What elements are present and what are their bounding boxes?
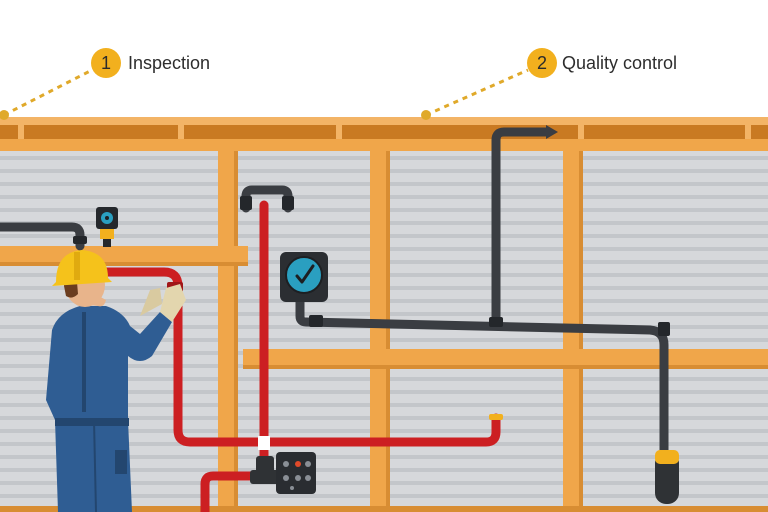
drain-tank <box>655 450 679 504</box>
control-panel <box>276 452 316 494</box>
callout-number-badge: 1 <box>91 48 121 78</box>
worker-figure <box>46 250 186 512</box>
black-pipe-system <box>0 127 669 465</box>
pipe-joint-marker <box>258 436 270 450</box>
callout-number-badge: 2 <box>527 48 557 78</box>
callout-label: Quality control <box>562 53 678 73</box>
callout-label: Inspection <box>128 53 211 73</box>
pipe-fittings <box>73 196 670 336</box>
pressure-gauge-icon <box>280 252 328 302</box>
sensor-device-icon <box>96 207 118 247</box>
ceiling-beam <box>0 117 768 151</box>
pipe-cap <box>489 414 503 420</box>
pipe-outlet-arrow-icon <box>546 125 558 139</box>
valve-fitting <box>250 456 280 484</box>
